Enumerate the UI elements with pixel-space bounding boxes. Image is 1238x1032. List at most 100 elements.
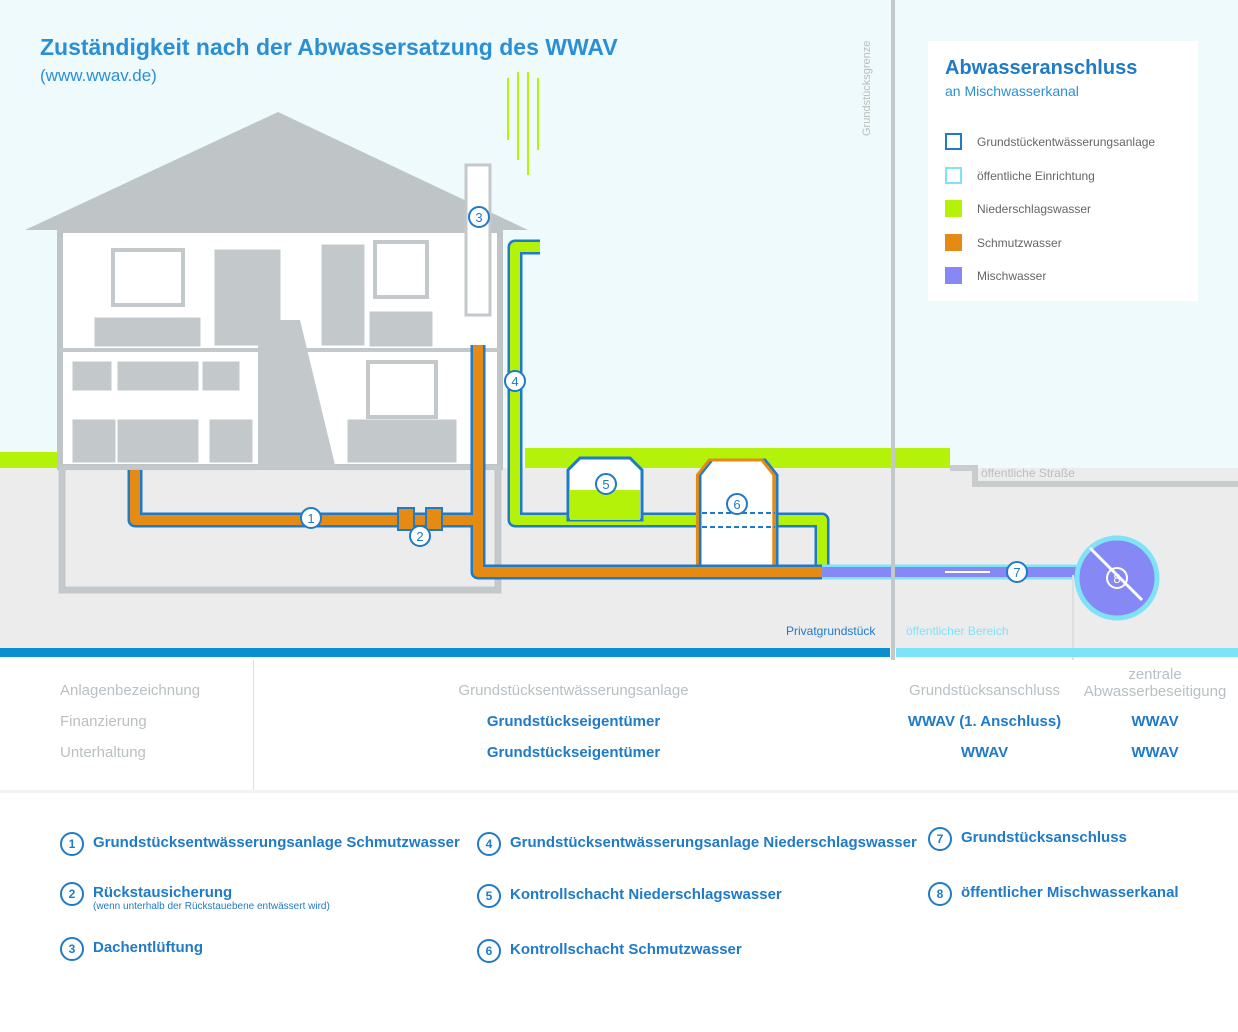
key-text: Rückstausicherung(wenn unterhalb der Rüc…: [93, 884, 330, 912]
number-badge: 7: [928, 827, 952, 851]
bathroom-cabinet: [369, 311, 433, 347]
drainage-diagram: 1 2 3 4 5 6 7 8: [0, 0, 1238, 660]
house: [25, 112, 528, 594]
cell: Grundstücksentwässerungsanlage: [458, 682, 689, 699]
cell: WWAV (1. Anschluss): [907, 713, 1062, 730]
stove: [72, 419, 116, 463]
window: [111, 248, 185, 307]
marker-number: 1: [307, 511, 314, 526]
cell: zentrale Abwasserbeseitigung: [1083, 666, 1227, 700]
swatch-icon: [945, 267, 962, 284]
legend-label: Schmutzwasser: [977, 235, 1062, 250]
legend-label: Grundstückentwässerungsanlage: [977, 134, 1156, 149]
key-note: (wenn unterhalb der Rückstauebene entwäs…: [93, 901, 330, 912]
marker-7[interactable]: 7: [1006, 561, 1028, 583]
bed: [94, 317, 201, 347]
cell: Grundstückseigentümer: [486, 713, 661, 730]
swatch-icon: [945, 234, 962, 251]
marker-5[interactable]: 5: [595, 473, 617, 495]
vent-stack: [464, 163, 492, 317]
table-divider: [253, 660, 254, 790]
kitchen-wall-cabinet: [202, 361, 240, 391]
markers: 1 2 3 4 5 6 7 8: [300, 206, 1128, 589]
legend: Abwasseranschluss an Mischwasserkanal Gr…: [928, 41, 1198, 301]
marker-number: 2: [416, 529, 423, 544]
marker-number: 6: [733, 497, 740, 512]
number-badge: 5: [477, 884, 501, 908]
number-badge: 8: [928, 882, 952, 906]
backflow-valve: [425, 507, 443, 531]
cell: Grundstückseigentümer: [486, 744, 661, 761]
marker-3[interactable]: 3: [468, 206, 490, 228]
number-badge: 2: [60, 882, 84, 906]
washing-machine: [209, 419, 253, 463]
public-bar: [896, 648, 1238, 657]
marker-number: 7: [1013, 565, 1020, 580]
street-label: öffentliche Straße: [981, 466, 1075, 480]
number-badge: 1: [60, 832, 84, 856]
legend-item: Schmutzwasser: [945, 234, 1062, 251]
key-label: Rückstausicherung: [93, 884, 233, 901]
legend-item: Grundstückentwässerungsanlage: [945, 133, 1155, 150]
legend-subtitle: an Mischwasserkanal: [945, 83, 1079, 99]
key-item: 4 Grundstücksentwässerungsanlage Niedersc…: [477, 832, 917, 856]
marker-number: 8: [1113, 571, 1120, 586]
row-label: Finanzierung: [60, 713, 147, 730]
public-sewer: [1074, 535, 1160, 621]
mirror: [373, 240, 429, 299]
basement: [58, 467, 502, 594]
key-label: Grundstücksentwässerungsanlage Niedersch…: [510, 834, 917, 851]
inspection-shaft-wastewater: [698, 458, 779, 574]
key-item: 2 Rückstausicherung(wenn unterhalb der Rü…: [60, 882, 330, 912]
number-badge: 6: [477, 939, 501, 963]
legend-label: öffentliche Einrichtung: [977, 168, 1095, 183]
number-badge: 4: [477, 832, 501, 856]
key-label: Kontrollschacht Schmutzwasser: [510, 941, 742, 958]
sofa: [347, 419, 457, 463]
kitchen-wall-cabinet: [117, 361, 199, 391]
key-label: öffentlicher Mischwasserkanal: [961, 884, 1179, 901]
key-item: 1 Grundstücksentwässerungsanlage Schmutzw…: [60, 832, 460, 856]
number-badge: 3: [60, 937, 84, 961]
marker-2[interactable]: 2: [409, 525, 431, 547]
shaft-inner-outline: [695, 458, 776, 572]
cell: WWAV: [1131, 713, 1179, 730]
backflow-valve: [397, 507, 415, 531]
kitchen-wall-cabinet: [72, 361, 112, 391]
key-label: Kontrollschacht Niederschlagswasser: [510, 886, 782, 903]
marker-8[interactable]: 8: [1106, 567, 1128, 589]
key-label: Dachentlüftung: [93, 939, 203, 956]
legend-item: öffentliche Einrichtung: [945, 167, 1095, 184]
shower: [321, 244, 365, 346]
roof: [25, 112, 528, 230]
sewer-highlight: [1088, 546, 1144, 602]
staircase: [258, 320, 335, 465]
wastewater-pipe: [127, 345, 822, 580]
legend-title: Abwasseranschluss: [945, 57, 1138, 79]
key-label: Grundstücksanschluss: [961, 829, 1127, 846]
key-item: 5 Kontrollschacht Niederschlagswasser: [477, 884, 782, 908]
street-edge: [950, 465, 1238, 487]
key-item: 3 Dachentlüftung: [60, 937, 203, 961]
row-label: Unterhaltung: [60, 744, 146, 761]
marker-number: 4: [511, 374, 518, 389]
marker-number: 5: [602, 477, 609, 492]
legend-item: Mischwasser: [945, 267, 1046, 284]
marker-number: 3: [475, 210, 482, 225]
boundary-label: Grundstücksgrenze: [861, 40, 873, 136]
marker-6[interactable]: 6: [726, 493, 748, 515]
row-label: Anlagenbezeichnung: [60, 682, 201, 699]
page-subtitle: (www.wwav.de): [40, 66, 157, 85]
private-bar: [0, 648, 890, 657]
page-title: Zuständigkeit nach der Abwassersatzung d…: [40, 34, 618, 60]
legend-item: Niederschlagswasser: [945, 200, 1091, 217]
legend-label: Niederschlagswasser: [977, 201, 1092, 216]
key-label: Grundstücksentwässerungsanlage Schmutzwa…: [93, 834, 460, 851]
marker-4[interactable]: 4: [504, 370, 526, 392]
marker-1[interactable]: 1: [300, 507, 322, 529]
cell: Grundstücksanschluss: [909, 682, 1060, 699]
rain-icon: [507, 72, 539, 175]
cell: WWAV: [1131, 744, 1179, 761]
swatch-icon: [945, 167, 962, 184]
window: [366, 360, 438, 419]
